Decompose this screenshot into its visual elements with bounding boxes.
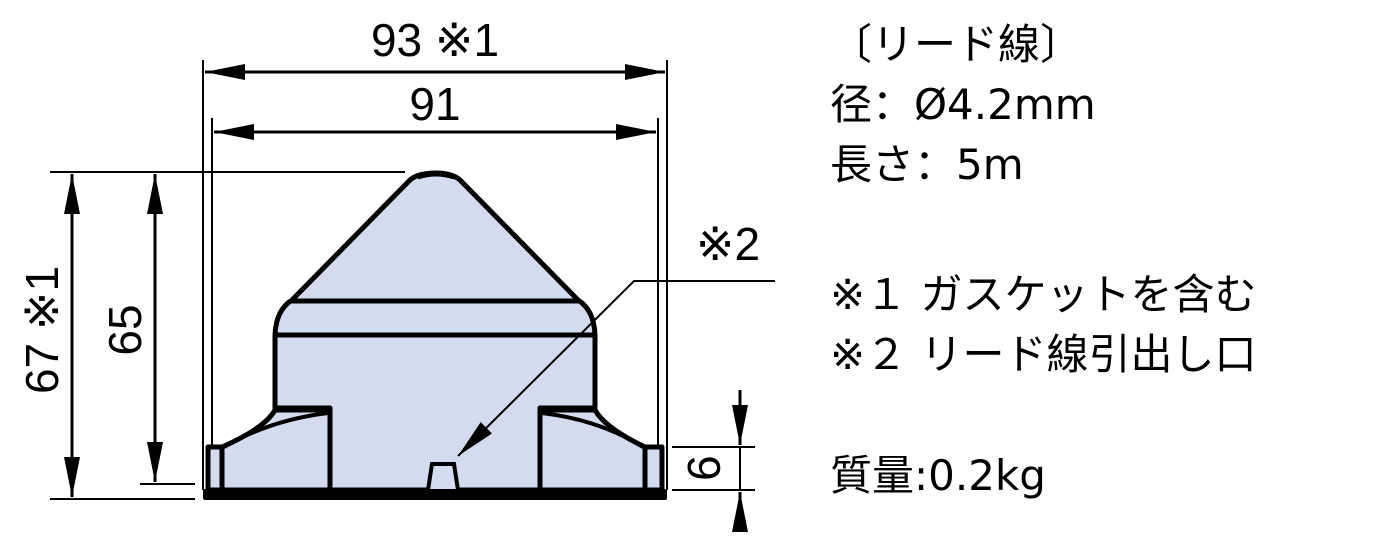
note-2: ※２ リード線引出し口	[830, 330, 1257, 379]
lead-outlet	[426, 462, 460, 491]
lead-callout-label: ※2	[696, 218, 760, 270]
dim-label-body-width: 91	[409, 78, 460, 130]
lead-wire-heading: 〔リード線〕	[830, 20, 1083, 69]
mass: 質量:0.2kg	[830, 451, 1046, 500]
dim-label-overall-height: 67 ※1	[16, 266, 68, 394]
dim-label-overall-width: 93 ※1	[371, 14, 499, 66]
dim-label-base-height: 9	[678, 455, 730, 481]
gasket-base	[203, 489, 667, 500]
lead-callout-leader	[457, 280, 775, 457]
note-1: ※１ ガスケットを含む	[830, 270, 1257, 319]
device-outline	[205, 170, 665, 493]
lead-wire-diameter: 径：Ø4.2mm	[830, 80, 1096, 129]
lead-wire-length: 長さ：5m	[830, 140, 1024, 189]
extension-lines	[50, 60, 755, 500]
dim-label-body-height: 65	[99, 304, 151, 355]
